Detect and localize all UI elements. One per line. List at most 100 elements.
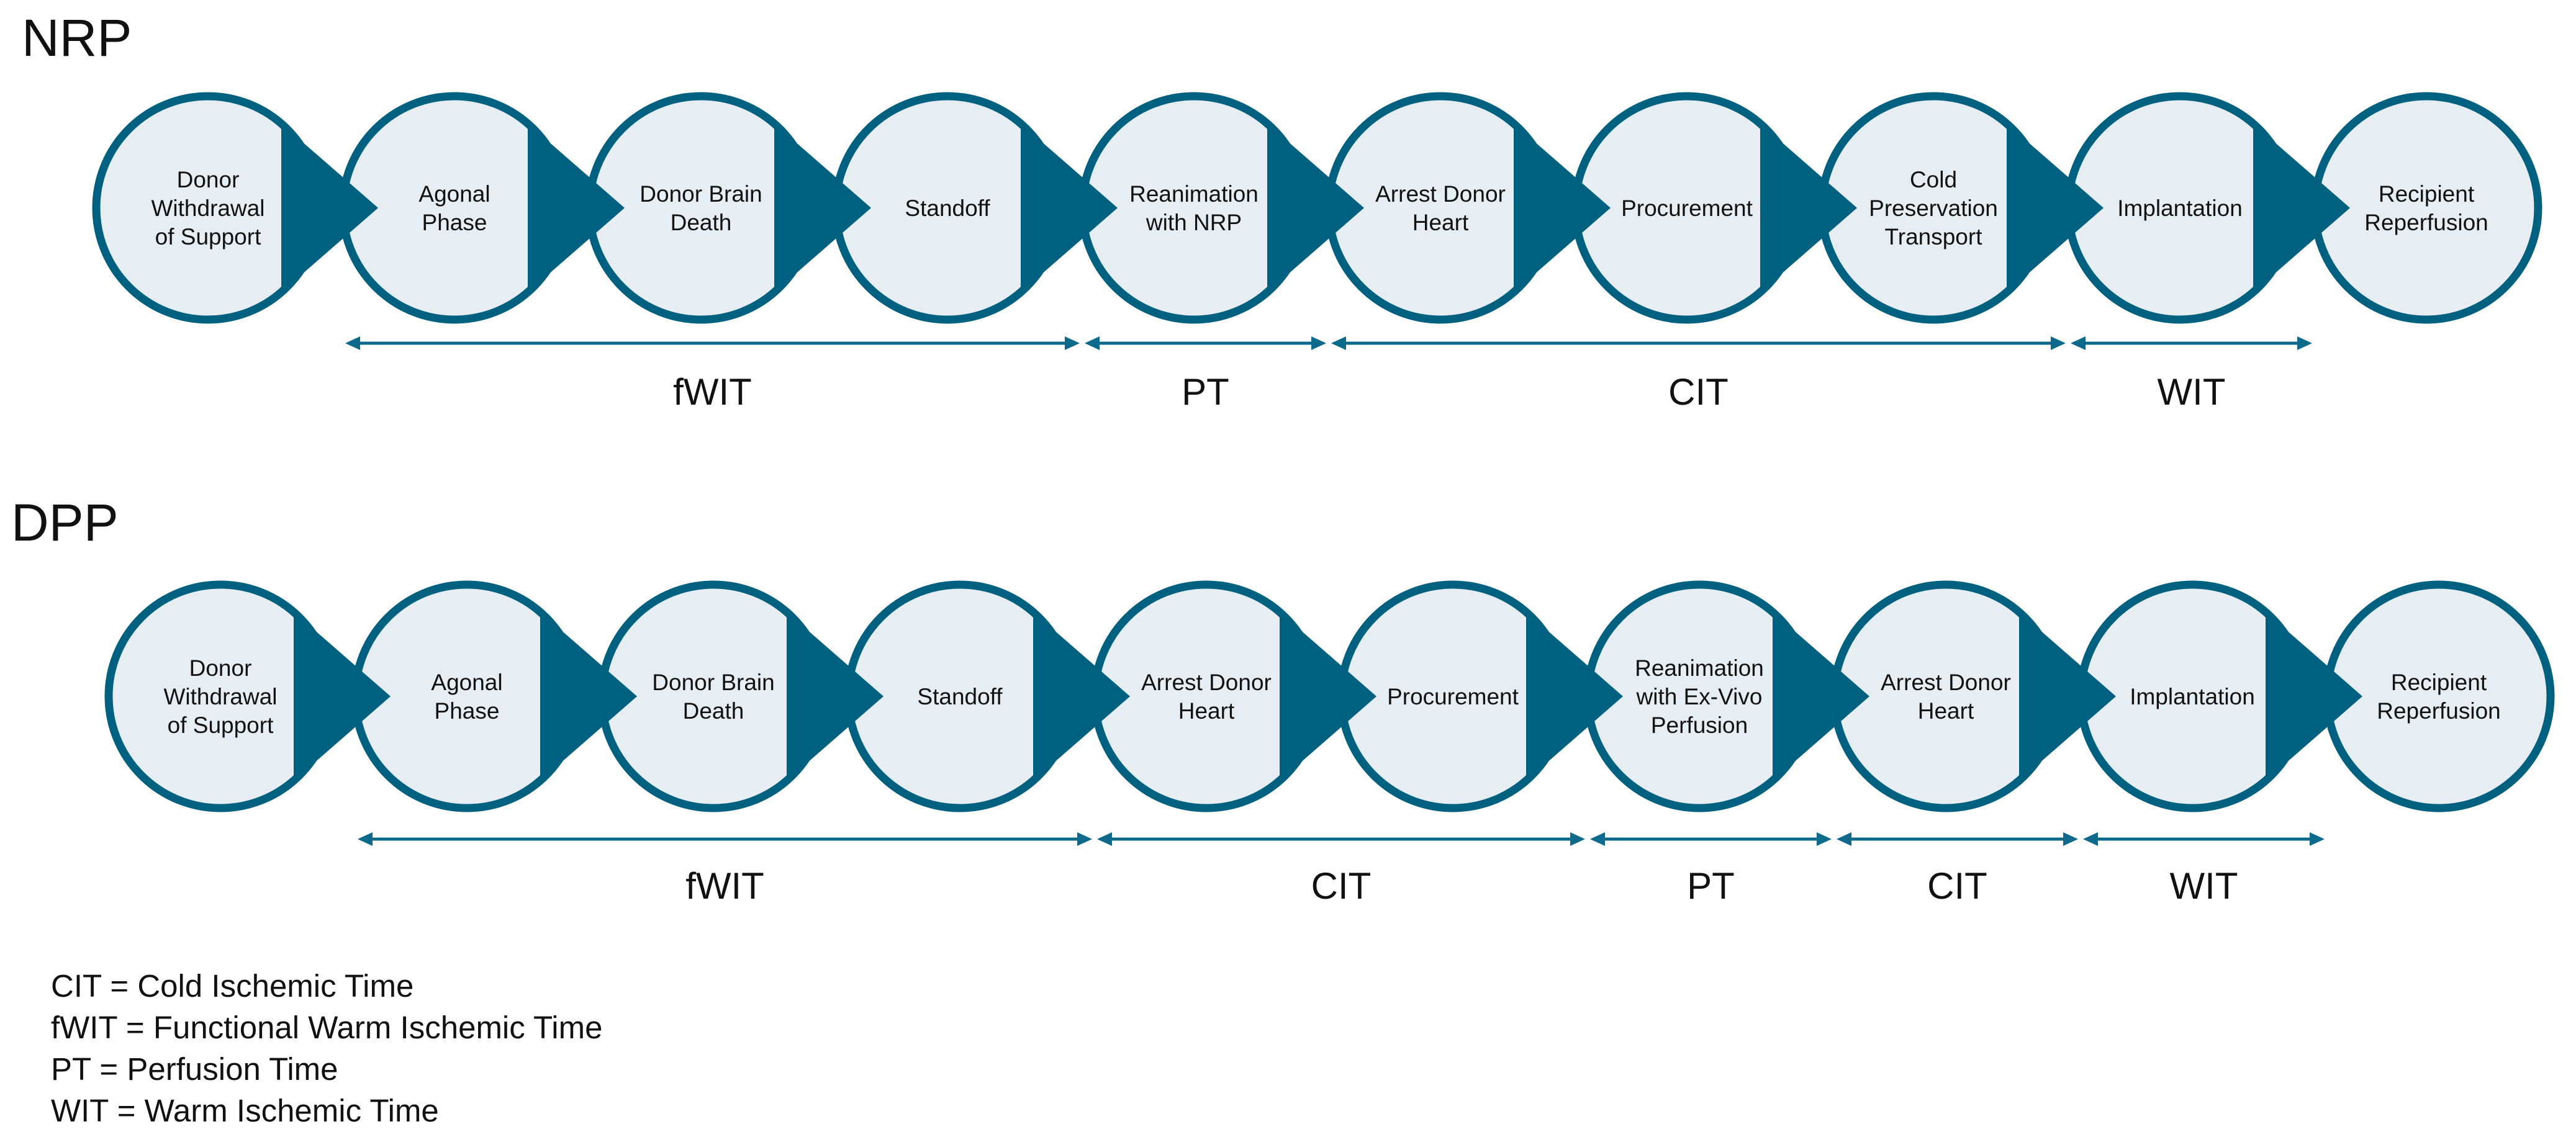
flow-arrow-icon [1021, 124, 1118, 292]
span-label: PT [1687, 865, 1735, 907]
flow-arrow-icon [774, 124, 871, 292]
span-cit: CIT [1097, 832, 1585, 907]
step-label-line: Transport [1885, 224, 1983, 249]
span-arrowhead-right-icon [2297, 336, 2312, 350]
section-title: NRP [22, 9, 132, 67]
legend-pt: PT = Perfusion Time [51, 1051, 338, 1087]
step-label-line: Withdrawal [164, 684, 278, 709]
span-fwit: fWIT [358, 832, 1092, 907]
span-arrowhead-left-icon [345, 336, 360, 350]
step-label-line: Agonal [418, 181, 490, 207]
span-arrowhead-left-icon [1331, 336, 1346, 350]
span-arrowhead-left-icon [358, 832, 373, 846]
flow-arrow-icon [1526, 612, 1623, 781]
span-arrowhead-right-icon [1817, 832, 1832, 846]
step-label-line: Reanimation [1129, 181, 1259, 207]
span-arrowhead-right-icon [1065, 336, 1080, 350]
step-label-line: Heart [1412, 210, 1469, 235]
span-arrowhead-right-icon [1077, 832, 1092, 846]
flow-arrow-icon [1773, 612, 1869, 781]
span-cit: CIT [1837, 832, 2078, 907]
step-label-line: Procurement [1621, 195, 1753, 221]
step-label-line: Implantation [2130, 684, 2255, 709]
span-label: fWIT [685, 865, 764, 907]
section-title: DPP [11, 493, 119, 552]
flow-arrow-icon [1514, 124, 1611, 292]
step-label-line: Standoff [905, 195, 990, 221]
step-label-line: Donor Brain [652, 670, 774, 695]
span-arrowhead-right-icon [2063, 832, 2078, 846]
span-label: CIT [1311, 865, 1372, 907]
step-label-line: Standoff [917, 684, 1003, 709]
flow-arrow-icon [528, 124, 625, 292]
span-label: fWIT [673, 371, 752, 413]
flow-arrow-icon [540, 612, 637, 781]
span-label: WIT [2158, 371, 2226, 413]
step-label-line: Arrest Donor [1881, 670, 2011, 695]
step-label-line: Reperfusion [2377, 698, 2501, 724]
flow-arrow-icon [1033, 612, 1130, 781]
step-label-line: Reanimation [1635, 655, 1764, 681]
span-pt: PT [1085, 336, 1326, 413]
flow-arrow-icon [2019, 612, 2116, 781]
span-arrowhead-left-icon [1085, 336, 1100, 350]
step-label-line: Arrest Donor [1141, 670, 1272, 695]
span-arrowhead-left-icon [2071, 336, 2086, 350]
legend-cit: CIT = Cold Ischemic Time [51, 968, 414, 1004]
span-arrowhead-right-icon [1570, 832, 1585, 846]
flow-arrow-icon [294, 612, 391, 781]
step-label-line: Heart [1178, 698, 1235, 724]
abbreviation-legend: CIT = Cold Ischemic Time fWIT = Function… [51, 968, 602, 1128]
step-label-line: Implantation [2117, 195, 2243, 221]
step-label-line: with NRP [1146, 210, 1242, 235]
span-wit: WIT [2071, 336, 2312, 413]
step-label-line: Donor Brain [639, 181, 762, 207]
flow-arrow-icon [1267, 124, 1364, 292]
step-label-line: of Support [155, 224, 261, 249]
span-label: CIT [1927, 865, 1987, 907]
step-label-line: Arrest Donor [1375, 181, 1506, 207]
span-arrowhead-left-icon [2083, 832, 2098, 846]
step-label-line: Cold [1910, 167, 1957, 192]
step-label-line: Withdrawal [151, 195, 265, 221]
span-label: PT [1182, 371, 1229, 413]
step-label-line: Agonal [431, 670, 502, 695]
span-label: CIT [1668, 371, 1729, 413]
step-label-line: of Support [168, 712, 274, 738]
span-arrowhead-right-icon [2310, 832, 2325, 846]
step-label-line: Donor [177, 167, 240, 192]
span-arrowhead-left-icon [1097, 832, 1112, 846]
span-cit: CIT [1331, 336, 2066, 413]
step-label-line: with Ex-Vivo [1636, 684, 1763, 709]
step-label-line: Procurement [1387, 684, 1519, 709]
flow-arrow-icon [2253, 124, 2350, 292]
step-label-line: Recipient [2391, 670, 2487, 695]
step-label-line: Perfusion [1651, 712, 1748, 738]
span-arrowhead-left-icon [1590, 832, 1605, 846]
span-label: WIT [2170, 865, 2238, 907]
span-arrowhead-left-icon [1837, 832, 1851, 846]
flow-arrow-icon [2007, 124, 2104, 292]
flow-arrow-icon [281, 124, 378, 292]
flow-arrow-icon [787, 612, 884, 781]
flow-arrow-icon [1760, 124, 1857, 292]
step-label-line: Death [671, 210, 732, 235]
flow-arrow-icon [1280, 612, 1376, 781]
step-label-line: Preservation [1869, 195, 1998, 221]
span-fwit: fWIT [345, 336, 1080, 413]
step-label-line: Phase [435, 698, 500, 724]
step-label-line: Death [683, 698, 744, 724]
flow-arrow-icon [2266, 612, 2362, 781]
step-label-line: Recipient [2379, 181, 2475, 207]
legend-fwit: fWIT = Functional Warm Ischemic Time [51, 1010, 602, 1045]
span-arrowhead-right-icon [2051, 336, 2066, 350]
span-arrowhead-right-icon [1311, 336, 1326, 350]
step-label-line: Donor [189, 655, 252, 681]
span-pt: PT [1590, 832, 1832, 907]
step-label-line: Heart [1918, 698, 1974, 724]
step-label-line: Reperfusion [2364, 210, 2488, 235]
